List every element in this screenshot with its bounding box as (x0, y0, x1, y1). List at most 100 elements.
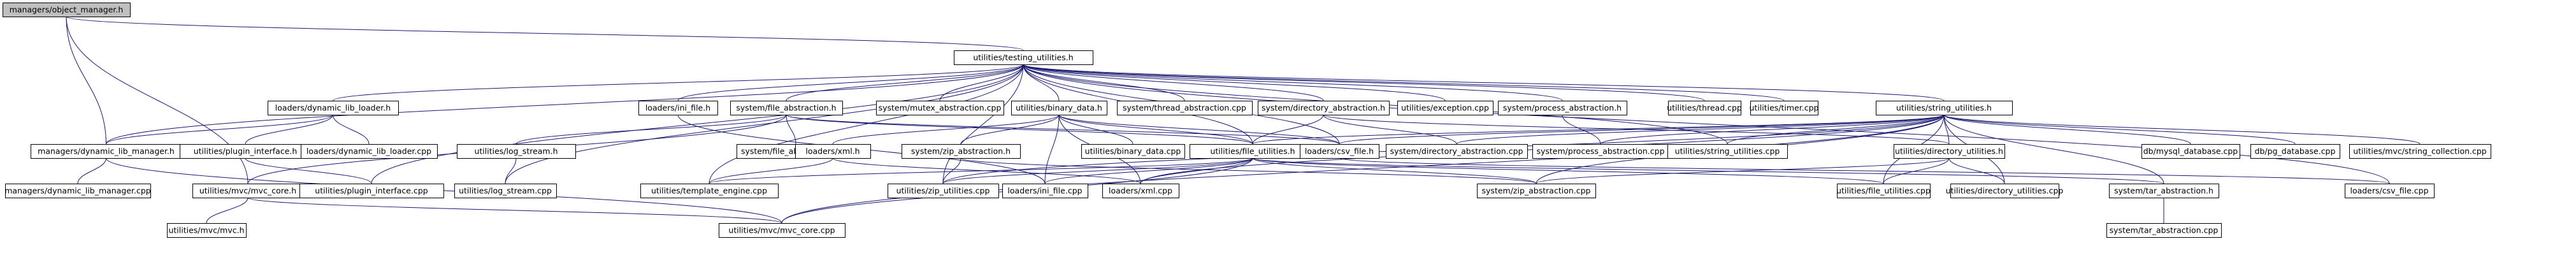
graph-node-mdlc[interactable]: managers/dynamic_lib_manager.cpp (4, 184, 151, 198)
node-label: system/process_abstraction.cpp (1536, 147, 1664, 156)
node-label: loaders/dynamic_lib_loader.cpp (306, 147, 431, 156)
node-label: loaders/ini_file.h (645, 103, 710, 113)
node-box (719, 223, 845, 238)
graph-node-ummc[interactable]: utilities/mvc/mvc_core.cpp (719, 223, 845, 238)
graph-node-stac2[interactable]: system/tar_abstraction.cpp (2106, 223, 2222, 238)
node-box (2106, 223, 2222, 238)
dependency-edge-ufu-ute (709, 154, 1255, 184)
dependency-edge-spa-spac (1560, 110, 1601, 145)
graph-node-sfa[interactable]: system/file_abstraction.h (730, 101, 843, 115)
graph-node-usuc[interactable]: utilities/string_utilities.cpp (1667, 144, 1788, 159)
graph-node-sta[interactable]: system/tar_abstraction.h (2109, 184, 2219, 198)
graph-node-uthr[interactable]: utilities/thread.cpp (1667, 101, 1742, 115)
node-label: utilities/exception.cpp (1401, 103, 1489, 113)
dependency-edge-lxml-ute (709, 154, 835, 184)
graph-node-umsc[interactable]: utilities/mvc/string_collection.cpp (2349, 144, 2491, 159)
graph-node-lxml[interactable]: loaders/xml.h (795, 144, 871, 159)
graph-node-upic[interactable]: utilities/plugin_interface.cpp (299, 184, 444, 198)
dependency-edge-tu-sda (1021, 60, 1324, 101)
graph-node-spac[interactable]: system/process_abstraction.cpp (1532, 144, 1669, 159)
graph-node-uexc[interactable]: utilities/exception.cpp (1397, 101, 1493, 115)
node-box (299, 184, 444, 198)
dependency-edge-tu-ute (709, 60, 1026, 184)
dependency-edge-udu-uduc (1946, 154, 2005, 184)
node-box (1102, 184, 1179, 198)
graph-node-usu[interactable]: utilities/string_utilities.h (1876, 101, 2013, 115)
graph-node-udu[interactable]: utilities/directory_utilities.h (1894, 144, 2005, 159)
graph-node-uls[interactable]: utilities/log_stream.h (457, 144, 576, 159)
graph-node-mdl[interactable]: managers/dynamic_lib_manager.h (31, 144, 182, 159)
graph-node-dbp[interactable]: db/pg_database.cpp (2250, 144, 2340, 159)
graph-node-upi[interactable]: utilities/plugin_interface.h (180, 144, 312, 159)
graph-node-ufu[interactable]: utilities/file_utilities.h (1190, 144, 1316, 159)
dependency-edge-tu-uthr (1021, 60, 1705, 101)
graph-node-umm[interactable]: utilities/mvc/mvc.h (167, 223, 247, 238)
graph-node-dllc[interactable]: loaders/dynamic_lib_loader.cpp (301, 144, 438, 159)
node-label: utilities/mvc/string_collection.cpp (2353, 147, 2487, 156)
node-label: system/mutex_abstraction.cpp (879, 103, 1002, 113)
node-box (457, 144, 576, 159)
dependency-edge-usu-dbm (1941, 110, 2191, 145)
dependency-edge-usu-spac (1600, 110, 1946, 145)
graph-node-utim[interactable]: utilities/timer.cpp (1750, 101, 1819, 115)
graph-node-linc[interactable]: loaders/ini_file.cpp (1002, 184, 1088, 198)
node-label: utilities/string_utilities.cpp (1675, 147, 1780, 156)
dependency-edge-usu-sdac (1456, 110, 1946, 145)
graph-node-spa[interactable]: system/process_abstraction.h (1498, 101, 1627, 115)
graph-node-szac[interactable]: system/zip_abstraction.cpp (1477, 184, 1596, 198)
graph-node-dbm[interactable]: db/mysql_database.cpp (2141, 144, 2240, 159)
node-label: utilities/binary_data.cpp (1085, 147, 1181, 156)
node-box (1300, 144, 1379, 159)
dependency-edge-ubd-ubdc (1056, 110, 1133, 145)
graph-node-lcsvc[interactable]: loaders/csv_file.cpp (2345, 184, 2435, 198)
node-label: utilities/file_utilities.h (1210, 147, 1295, 156)
graph-node-tu[interactable]: utilities/testing_utilities.h (954, 50, 1093, 65)
dependency-edge-mdl-mdlc (77, 154, 109, 184)
graph-node-umc[interactable]: utilities/mvc/mvc_core.h (192, 184, 304, 198)
dependency-edge-usu-dbp (1941, 110, 2296, 145)
nodes-layer: managers/object_manager.hutilities/testi… (3, 3, 2491, 238)
dependency-edge-ufu-sta (1250, 154, 2164, 184)
dependency-edge-umc-umm (206, 193, 250, 224)
node-label: utilities/testing_utilities.h (973, 53, 1073, 62)
node-label: system/directory_abstraction.h (1262, 103, 1385, 113)
graph-node-sza[interactable]: system/zip_abstraction.h (902, 144, 1021, 159)
graph-node-uzu[interactable]: utilities/zip_utilities.cpp (888, 184, 999, 198)
node-box (638, 101, 718, 115)
graph-node-ute[interactable]: utilities/template_engine.cpp (640, 184, 779, 198)
graph-node-ufuc[interactable]: utilities/file_utilities.cpp (1836, 184, 1931, 198)
dependency-edge-tu-dll (333, 60, 1026, 101)
node-label: utilities/zip_utilities.cpp (896, 186, 990, 196)
node-label: utilities/log_stream.h (474, 147, 558, 156)
node-label: db/mysql_database.cpp (2143, 147, 2238, 156)
node-label: managers/dynamic_lib_manager.cpp (4, 186, 151, 196)
dependency-edge-tu-ulsc (505, 60, 1026, 184)
node-label: system/tar_abstraction.h (2114, 186, 2213, 196)
graph-node-uduc[interactable]: utilities/directory_utilities.cpp (1946, 184, 2064, 198)
graph-node-sdac[interactable]: system/directory_abstraction.cpp (1386, 144, 1528, 159)
graph-node-lcsv[interactable]: loaders/csv_file.h (1300, 144, 1379, 159)
graph-node-stac[interactable]: system/thread_abstraction.cpp (1117, 101, 1253, 115)
node-box (730, 101, 843, 115)
dependency-edge-tu-uzu (942, 60, 1026, 184)
node-box (1397, 101, 1493, 115)
graph-node-ubdc[interactable]: utilities/binary_data.cpp (1081, 144, 1185, 159)
graph-node-dll[interactable]: loaders/dynamic_lib_loader.h (268, 101, 399, 115)
dependency-edge-tu-mdl (106, 60, 1026, 145)
node-box (1011, 101, 1107, 115)
node-box (902, 144, 1021, 159)
node-label: utilities/template_engine.cpp (651, 186, 767, 196)
graph-node-lxmc[interactable]: loaders/xml.cpp (1102, 184, 1179, 198)
dependency-edge-tu-spa (1021, 60, 1563, 101)
node-box (3, 3, 131, 17)
graph-node-ubd[interactable]: utilities/binary_data.h (1011, 101, 1107, 115)
dependency-edge-usu-sta (1941, 110, 2164, 184)
node-label: utilities/mvc/mvc.h (168, 226, 244, 235)
graph-node-sda[interactable]: system/directory_abstraction.h (1258, 101, 1390, 115)
dependency-edge-ubd-ufu (1056, 110, 1253, 145)
graph-node-ulsc[interactable]: utilities/log_stream.cpp (454, 184, 557, 198)
graph-node-lin[interactable]: loaders/ini_file.h (638, 101, 718, 115)
node-box (454, 184, 557, 198)
graph-node-smac[interactable]: system/mutex_abstraction.cpp (876, 101, 1004, 115)
